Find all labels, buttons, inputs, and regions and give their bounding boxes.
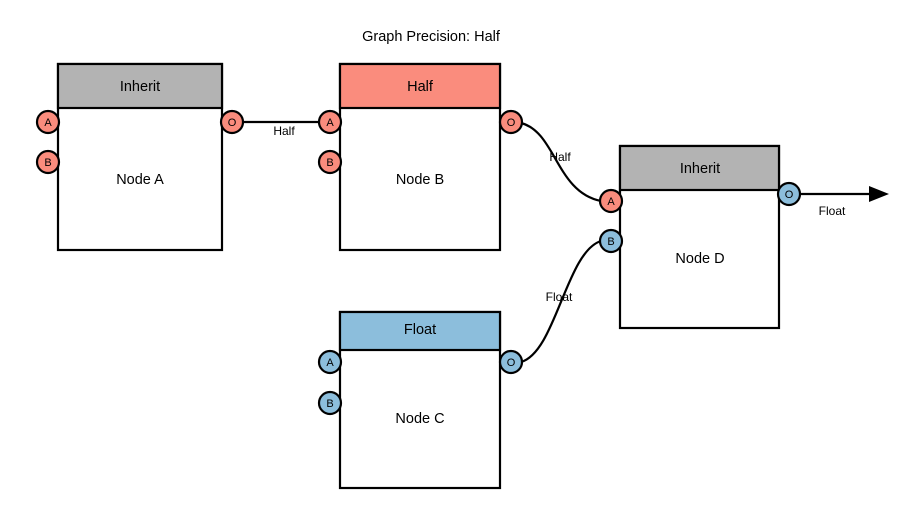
node-d-name-label: Node D: [675, 251, 724, 267]
node-b-name-label: Node B: [396, 172, 444, 188]
edge-d-output: Float: [800, 186, 889, 218]
node-d-input-b-port[interactable]: [598, 228, 624, 254]
node-c-input-a-port[interactable]: [317, 349, 343, 375]
node-d-input-a-label: A: [607, 196, 615, 208]
node-b-input-b-port[interactable]: [317, 149, 343, 175]
node-b-header: [338, 62, 502, 110]
node-a-input-a-label: A: [44, 117, 52, 129]
node-b-output-label: O: [507, 117, 516, 129]
node-a[interactable]: Inherit Node A A B O: [35, 62, 245, 252]
edge-b-to-d-a: Half: [520, 121, 602, 203]
edge-b-to-d-a-label: Half: [549, 150, 571, 164]
node-a-input-b-label: B: [44, 157, 51, 169]
node-a-header: [56, 62, 224, 110]
edge-c-to-d-b: Float: [520, 239, 602, 364]
node-d-output-label: O: [785, 189, 794, 201]
node-b-input-a-label: A: [326, 117, 334, 129]
edge-b-to-d-a-path: [520, 121, 602, 203]
node-b[interactable]: Half Node B A B O: [317, 62, 524, 252]
node-b-input-b-label: B: [326, 157, 333, 169]
edge-a-to-b: Half: [232, 120, 330, 138]
node-b-input-a-port[interactable]: [317, 109, 343, 135]
node-d-input-b-label: B: [607, 236, 614, 248]
node-d-output-port[interactable]: [776, 181, 802, 207]
node-d-header: [618, 144, 781, 192]
edge-c-to-d-b-path: [520, 239, 602, 364]
node-a-output-label: O: [228, 117, 237, 129]
node-c-output-port[interactable]: [498, 349, 524, 375]
node-c-header-label: Float: [404, 322, 436, 338]
node-a-input-b-port[interactable]: [35, 149, 61, 175]
node-d-header-label: Inherit: [680, 161, 720, 177]
node-a-output-port[interactable]: [219, 109, 245, 135]
node-a-header-label: Inherit: [120, 79, 160, 95]
node-b-header-label: Half: [407, 79, 434, 95]
node-a-input-a-port[interactable]: [35, 109, 61, 135]
edge-c-to-d-b-label: Float: [546, 290, 573, 304]
node-d[interactable]: Inherit Node D A B O: [598, 144, 802, 330]
edge-d-output-label: Float: [819, 204, 846, 218]
edges-layer: Half Half Float Float: [232, 120, 889, 364]
page-title: Graph Precision: Half: [362, 29, 501, 45]
node-a-name-label: Node A: [116, 172, 164, 188]
node-c-header: [338, 310, 502, 352]
node-c-output-label: O: [507, 357, 516, 369]
arrow-head-icon: [869, 186, 889, 202]
node-c-input-b-port[interactable]: [317, 390, 343, 416]
node-b-output-port[interactable]: [498, 109, 524, 135]
edge-a-to-b-label: Half: [273, 124, 295, 138]
node-c-input-b-label: B: [326, 398, 333, 410]
node-c[interactable]: Float Node C A B O: [317, 310, 524, 490]
node-c-input-a-label: A: [326, 357, 334, 369]
node-c-name-label: Node C: [395, 411, 444, 427]
node-d-input-a-port[interactable]: [598, 188, 624, 214]
